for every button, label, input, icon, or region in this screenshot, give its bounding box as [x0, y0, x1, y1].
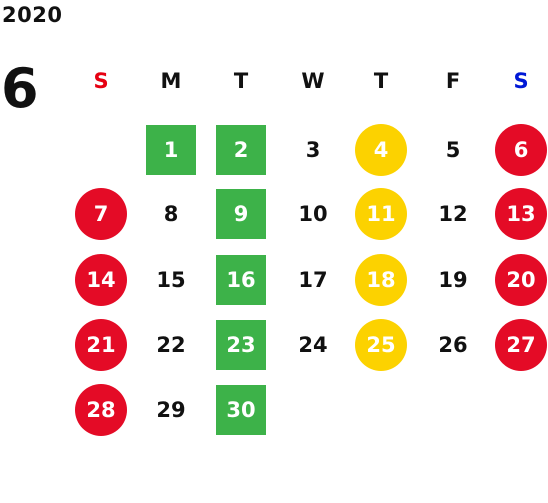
day-cell-23[interactable]: 23: [216, 320, 266, 370]
day-cell-6[interactable]: 6: [495, 124, 547, 176]
day-cell-13[interactable]: 13: [495, 188, 547, 240]
year-label: 2020: [2, 3, 63, 27]
day-cell-4[interactable]: 4: [355, 124, 407, 176]
day-cell-12[interactable]: 12: [438, 202, 468, 226]
day-cell-3[interactable]: 3: [305, 138, 321, 162]
month-number: 6: [1, 57, 39, 120]
weekday-header-mon: M: [160, 69, 182, 93]
day-cell-14[interactable]: 14: [75, 254, 127, 306]
weekday-header-tue: T: [233, 69, 249, 93]
day-cell-27[interactable]: 27: [495, 319, 547, 371]
day-cell-29[interactable]: 29: [156, 398, 186, 422]
day-cell-1[interactable]: 1: [146, 125, 196, 175]
day-cell-18[interactable]: 18: [355, 254, 407, 306]
day-cell-19[interactable]: 19: [438, 268, 468, 292]
day-cell-16[interactable]: 16: [216, 255, 266, 305]
day-cell-24[interactable]: 24: [298, 333, 328, 357]
weekday-header-thu: T: [373, 69, 389, 93]
day-cell-20[interactable]: 20: [495, 254, 547, 306]
day-cell-2[interactable]: 2: [216, 125, 266, 175]
day-cell-30[interactable]: 30: [216, 385, 266, 435]
weekday-header-fri: F: [445, 69, 461, 93]
day-cell-25[interactable]: 25: [355, 319, 407, 371]
weekday-header-wed: W: [301, 69, 325, 93]
day-cell-5[interactable]: 5: [445, 138, 461, 162]
day-cell-22[interactable]: 22: [156, 333, 186, 357]
day-cell-15[interactable]: 15: [156, 268, 186, 292]
weekday-header-sun: S: [93, 69, 109, 93]
day-cell-17[interactable]: 17: [298, 268, 328, 292]
weekday-header-sat: S: [513, 69, 529, 93]
day-cell-10[interactable]: 10: [298, 202, 328, 226]
day-cell-26[interactable]: 26: [438, 333, 468, 357]
day-cell-28[interactable]: 28: [75, 384, 127, 436]
day-cell-9[interactable]: 9: [216, 189, 266, 239]
day-cell-8[interactable]: 8: [163, 202, 179, 226]
day-cell-21[interactable]: 21: [75, 319, 127, 371]
day-cell-7[interactable]: 7: [75, 188, 127, 240]
day-cell-11[interactable]: 11: [355, 188, 407, 240]
